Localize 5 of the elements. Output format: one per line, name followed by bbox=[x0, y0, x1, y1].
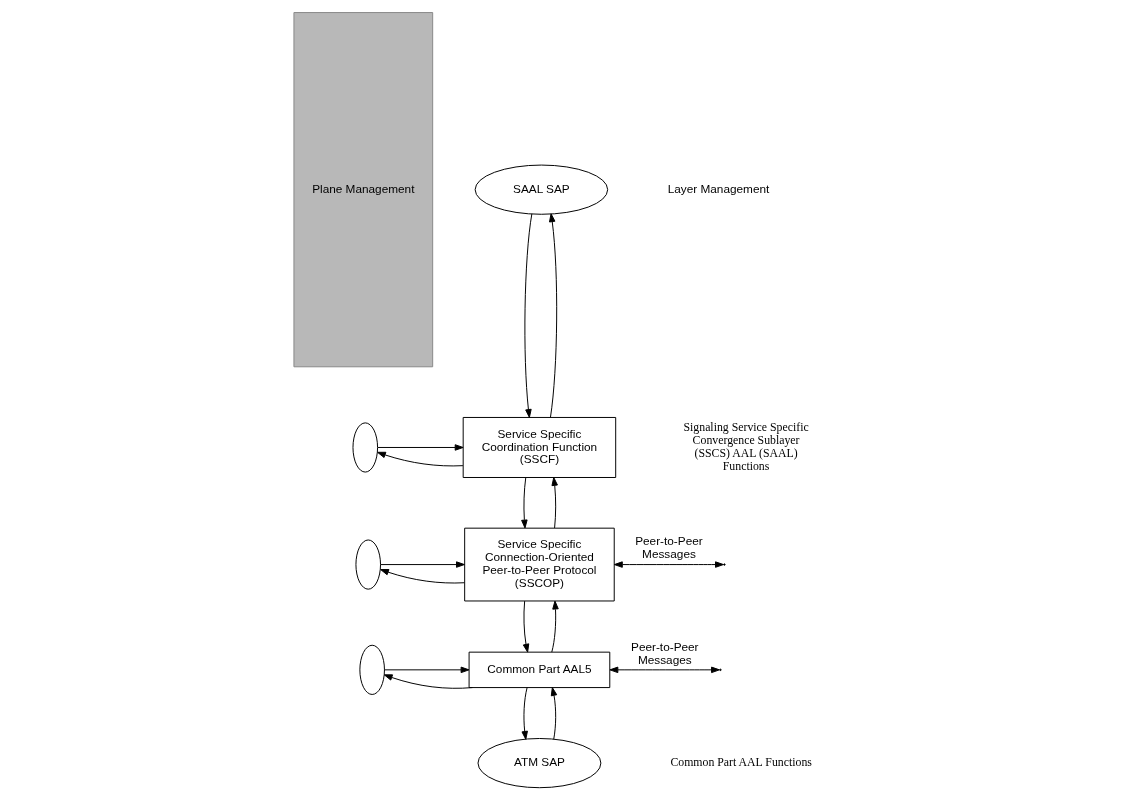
label: Layer Management bbox=[667, 181, 769, 196]
edge-label: Peer-to-Peer Messages bbox=[630, 639, 699, 667]
label: Signaling Service Specific Convergence Sublayer (SSCS) AAL (SAAL) Functions bbox=[683, 420, 809, 473]
edge-label: Peer-to-Peer Messages bbox=[634, 534, 703, 562]
label: Common Part AAL Functions bbox=[669, 755, 812, 770]
